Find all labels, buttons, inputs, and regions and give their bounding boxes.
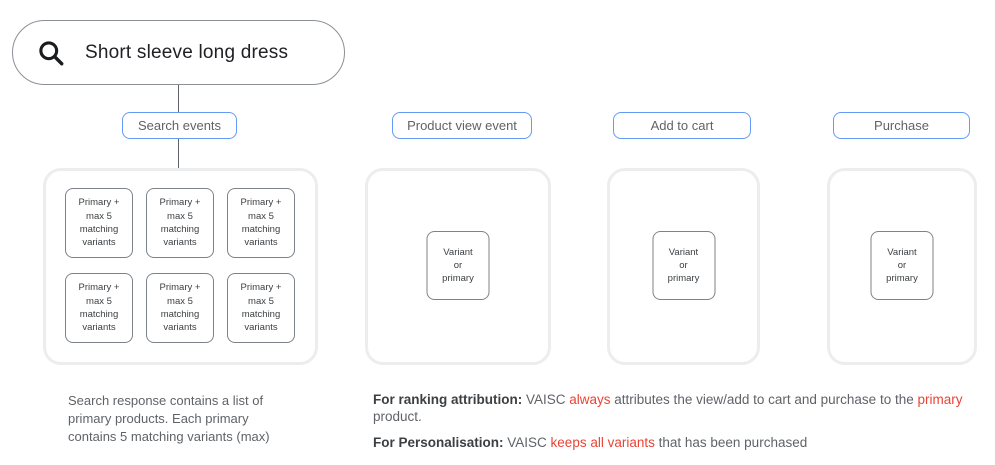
search-response-note: Search response contains a list of prima…: [68, 393, 270, 444]
event-label-text: Purchase: [874, 118, 929, 133]
primary-variants-box: Primary + max 5 matching variants: [146, 273, 214, 343]
variant-or-primary-box: Variant or primary: [870, 231, 934, 300]
search-input[interactable]: Short sleeve long dress: [12, 20, 345, 85]
ranking-note-text: VAISC: [522, 392, 570, 407]
personalisation-note-label: For Personalisation:: [373, 435, 504, 450]
event-label-text: Product view event: [407, 118, 517, 133]
primary-variants-box: Primary + max 5 matching variants: [146, 188, 214, 258]
personalisation-note-text: VAISC: [503, 435, 551, 450]
product-view-panel: Variant or primary: [365, 168, 551, 365]
event-label-purchase: Purchase: [833, 112, 970, 139]
personalisation-note-highlight: keeps all variants: [550, 435, 655, 450]
primary-variants-box: Primary + max 5 matching variants: [227, 188, 295, 258]
ranking-note-highlight: always: [569, 392, 611, 407]
search-query-text: Short sleeve long dress: [85, 41, 289, 63]
event-label-text: Search events: [137, 118, 222, 133]
primary-variants-box: Primary + max 5 matching variants: [65, 273, 133, 343]
variant-or-primary-box: Variant or primary: [652, 231, 715, 300]
primary-variants-grid: Primary + max 5 matching variants Primar…: [65, 188, 295, 343]
variant-or-primary-box: Variant or primary: [426, 231, 490, 300]
personalisation-note: For Personalisation: VAISC keeps all var…: [373, 434, 995, 451]
search-events-panel: Primary + max 5 matching variants Primar…: [43, 168, 318, 365]
event-label-add-to-cart: Add to cart: [613, 112, 751, 139]
primary-variants-box: Primary + max 5 matching variants: [227, 273, 295, 343]
ranking-note-text: product.: [373, 409, 422, 424]
ranking-note-highlight: primary: [917, 392, 963, 407]
ranking-note-text: attributes the view/add to cart and purc…: [610, 392, 918, 407]
event-label-search-events: Search events: [122, 112, 237, 139]
primary-variants-box: Primary + max 5 matching variants: [65, 188, 133, 258]
add-to-cart-panel: Variant or primary: [607, 168, 760, 365]
event-label-product-view: Product view event: [392, 112, 532, 139]
connector-line-top: [178, 85, 179, 112]
ranking-note-label: For ranking attribution:: [373, 392, 523, 407]
purchase-panel: Variant or primary: [827, 168, 977, 365]
event-label-text: Add to cart: [650, 118, 714, 133]
connector-line-bottom: [178, 139, 179, 168]
search-icon: [36, 38, 66, 68]
ranking-attribution-note: For ranking attribution: VAISC always at…: [373, 391, 995, 425]
attribution-notes: For ranking attribution: VAISC always at…: [373, 391, 995, 460]
personalisation-note-text: that has been purchased: [654, 435, 808, 450]
